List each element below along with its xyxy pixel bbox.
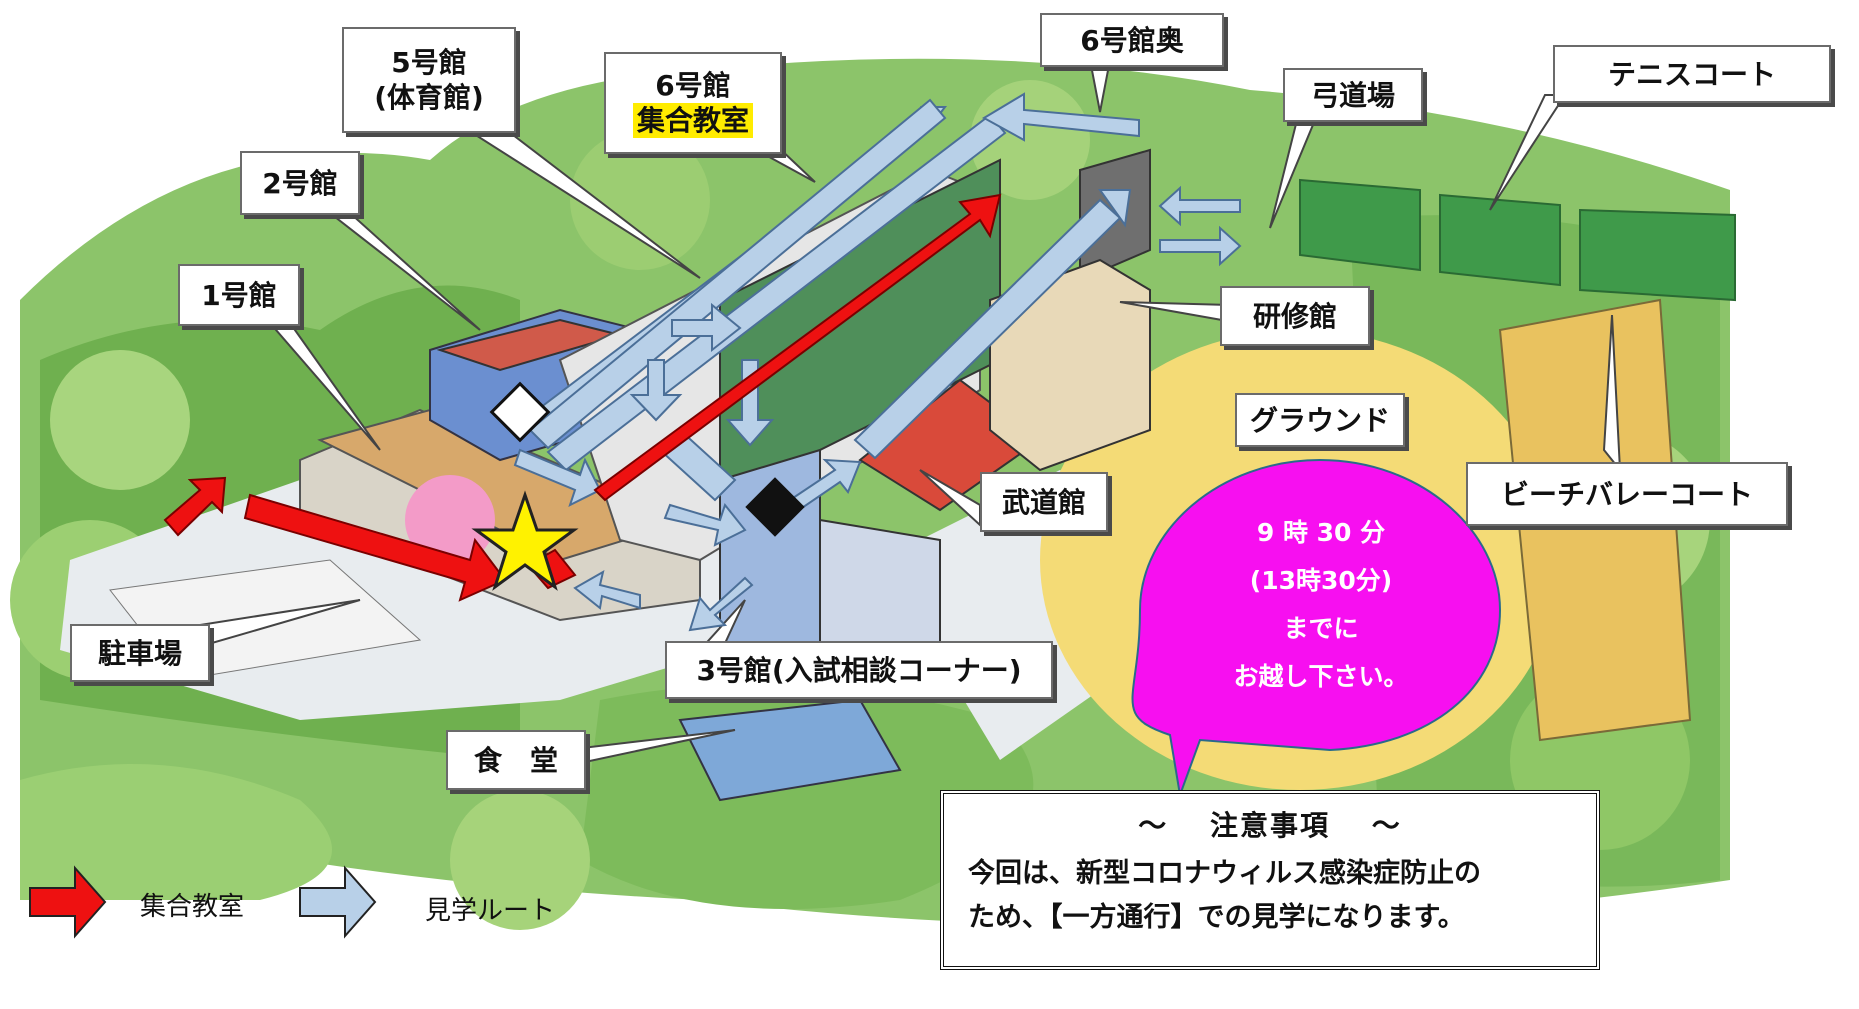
deadline-time: 9 時 30 分 [1256,518,1386,547]
label-building-6-name: 6号館 [655,69,731,102]
label-building-1-text: 1号館 [201,278,277,312]
tour-route-arrows [513,92,1242,632]
label-kyudojo: 弓道場 [1283,68,1423,122]
label-cafeteria-text: 食 堂 [473,743,558,777]
route-arrow [663,502,747,547]
notice-title: ～ 注意事項 ～ [1138,809,1402,842]
deadline-speech-bubble [1131,458,1502,799]
deadline-please-come: お越し下さい。 [1233,662,1409,691]
route-arrow [981,92,1140,142]
legend-assembly-label: 集合教室 [140,892,245,922]
label-building-6: 6号館 集合教室 [604,52,782,154]
label-building-3: 3号館(入試相談コーナー) [665,641,1053,699]
tennis-courts [1299,178,1736,302]
label-beach-volley-court-text: ビーチバレーコート [1500,477,1753,511]
route-arrow [688,576,754,632]
label-kyudojo-text: 弓道場 [1310,78,1395,112]
label-building-5-sub: (体育館) [374,81,484,114]
deadline-until: までに [1283,614,1359,643]
label-building-5: 5号館 (体育館) [342,27,516,133]
label-parking-text: 駐車場 [97,636,182,670]
label-kenshukan: 研修館 [1220,286,1370,346]
legend-route-label: 見学ルート [425,896,556,926]
legend-blue-arrow [299,865,377,939]
label-ground: グラウンド [1235,393,1405,447]
route-arrow [1098,189,1132,228]
label-building-5-name: 5号館 [391,46,467,79]
label-tennis-court: テニスコート [1553,45,1831,103]
label-cafeteria: 食 堂 [446,730,586,790]
route-arrow [513,448,602,507]
notice-line-2: ため、【一方通行】での見学になります。 [968,902,1465,933]
label-budokan-text: 武道館 [1001,485,1086,519]
assembly-arrow [243,493,507,602]
label-tennis-court-text: テニスコート [1607,57,1776,91]
label-building-6-back-text: 6号館奥 [1080,23,1184,57]
label-parking: 駐車場 [70,624,210,682]
callout-pointers [198,59,1622,764]
label-building-2: 2号館 [240,151,360,215]
label-building-2-text: 2号館 [262,166,338,200]
label-building-3-text: 3号館(入試相談コーナー) [696,653,1022,687]
route-arrow [573,569,641,610]
assembly-arrow [163,476,227,537]
label-ground-text: グラウンド [1249,403,1390,437]
assembly-arrow [593,193,1002,502]
start-diamond-marker [489,381,551,443]
label-building-6-back: 6号館奥 [1040,13,1224,67]
route-arrow [1159,225,1242,267]
label-assembly-room: 集合教室 [632,103,753,138]
route-arrow [1158,185,1241,227]
notice-line-1: 今回は、新型コロナウィルス感染症防止の [968,858,1481,889]
label-building-1: 1号館 [178,264,300,326]
route-arrow [671,302,742,353]
end-diamond-marker [745,477,805,537]
label-beach-volley-court: ビーチバレーコート [1466,462,1788,526]
star-marker [471,490,579,591]
label-budokan: 武道館 [980,472,1108,532]
notice-box: ～ 注意事項 ～ 今回は、新型コロナウィルス感染症防止の ため、【一方通行】での… [940,790,1600,970]
label-kenshukan-text: 研修館 [1252,299,1337,333]
route-arrow [629,359,683,422]
deadline-text: 9 時 30 分 (13時30分) までに お越し下さい。 [1146,495,1496,715]
legend-red-arrow [29,865,107,939]
route-arrow [528,98,947,450]
deadline-alt-time: (13時30分) [1249,566,1393,595]
